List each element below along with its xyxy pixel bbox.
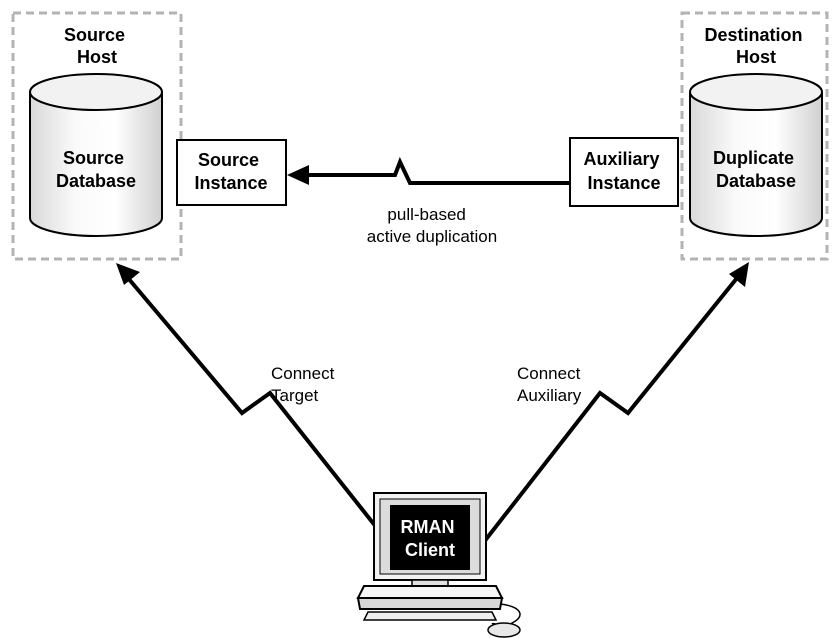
connect-auxiliary-arrow: [478, 262, 749, 549]
rman-client-label: RMAN Client: [400, 517, 459, 560]
source-host-boundary: [11, 11, 183, 261]
auxiliary-instance-label: Auxiliary Instance: [583, 149, 664, 193]
duplication-label: pull-based active duplication: [367, 205, 497, 246]
source-instance-box: Source Instance: [176, 139, 287, 206]
source-database-label: Source Database: [56, 148, 136, 191]
source-instance-label: Source Instance: [194, 150, 267, 193]
rman-client-computer-icon: [356, 492, 521, 638]
destination-host-group: Destination Host Duplicate Database: [680, 11, 829, 261]
duplicate-database-label: Duplicate Database: [713, 148, 799, 191]
source-host-label: Source Host: [64, 25, 130, 67]
connect-target-label: Connect Target: [271, 364, 339, 405]
connect-target-arrowhead: [116, 263, 140, 285]
destination-host-boundary: [680, 11, 829, 261]
source-database-cylinder-icon: [29, 73, 163, 237]
auxiliary-instance-box: Auxiliary Instance: [569, 137, 679, 207]
monitor-screen: [390, 505, 470, 570]
mouse-icon: [487, 622, 521, 638]
connect-target-arrow: [116, 263, 394, 549]
duplication-arrow: [287, 156, 570, 185]
duplicate-database-cylinder-icon: [689, 73, 823, 237]
destination-host-label: Destination Host: [704, 25, 807, 67]
source-host-group: Source Host Source Database: [11, 11, 183, 261]
connect-auxiliary-arrowhead: [729, 262, 749, 287]
connect-auxiliary-label: Connect Auxiliary: [517, 364, 585, 405]
duplication-arrowhead: [287, 165, 309, 185]
